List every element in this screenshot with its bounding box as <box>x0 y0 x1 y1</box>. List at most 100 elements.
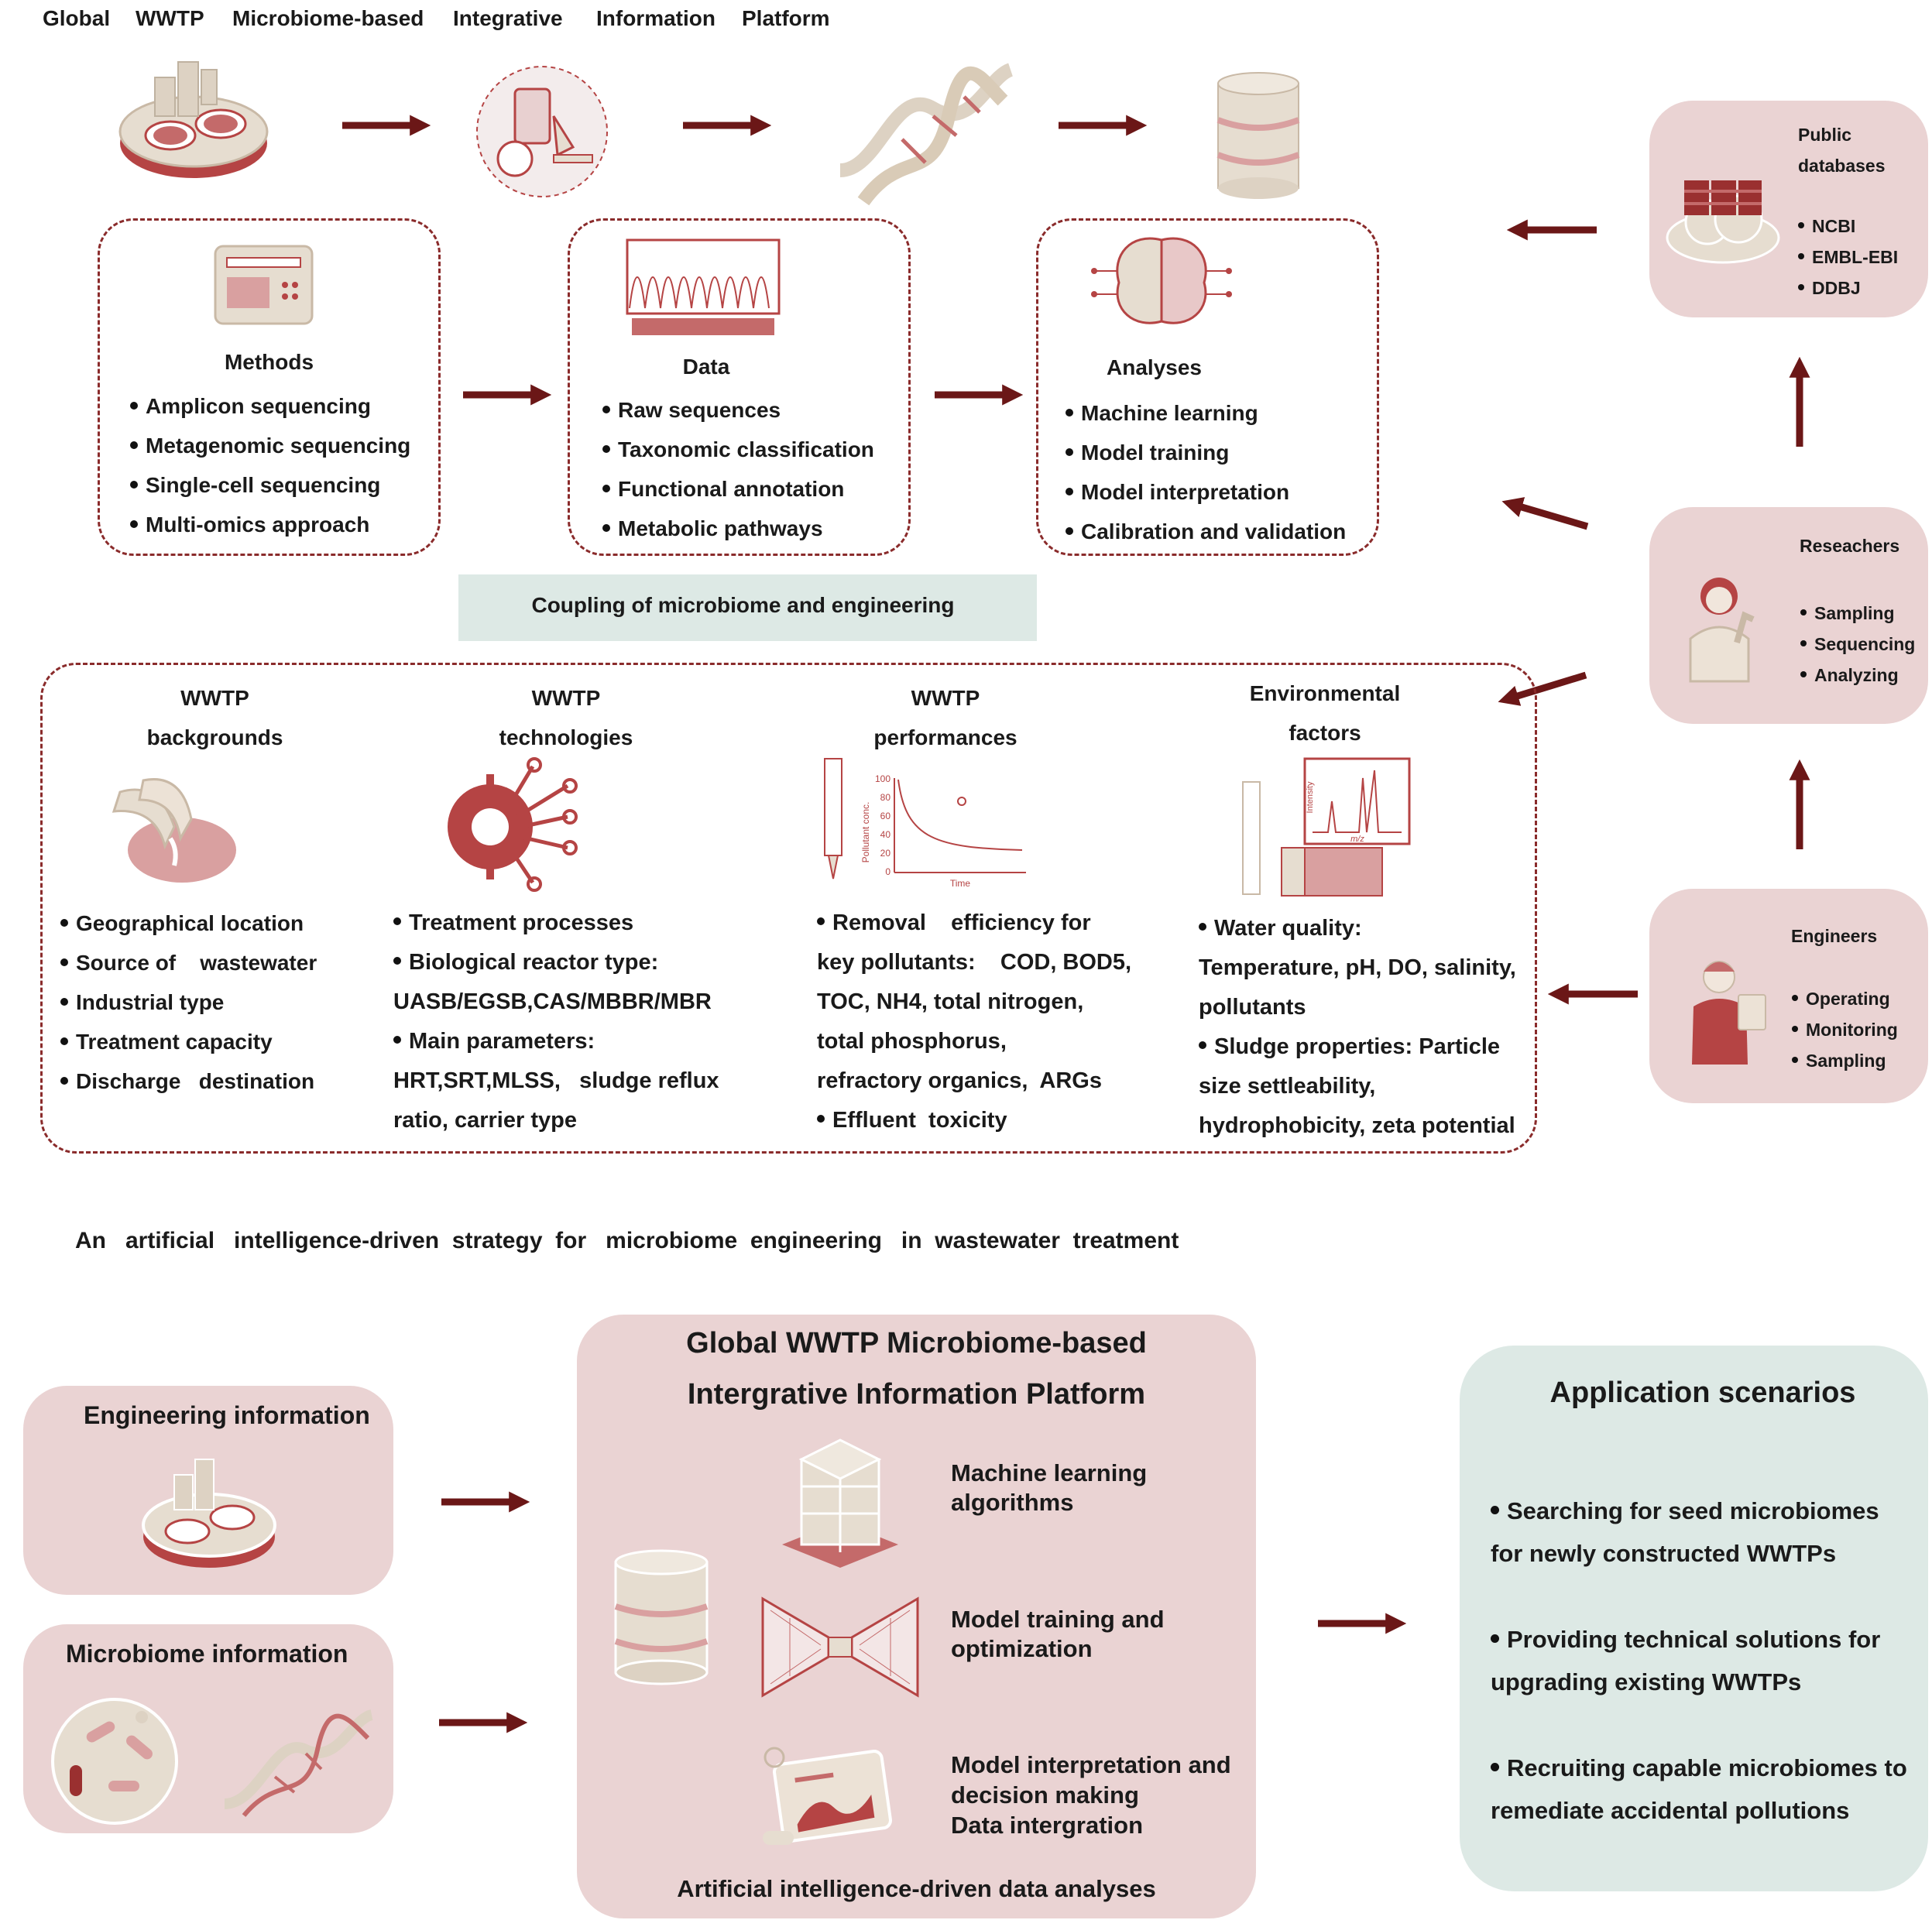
list-item: Sequencing <box>1800 629 1915 660</box>
list-item: Amplicon sequencing <box>130 386 410 426</box>
public-databases-title: Public databases <box>1798 125 1886 176</box>
wastewater-pipe-icon <box>112 778 236 883</box>
arrow-right-3 <box>1059 115 1148 136</box>
text-line: Temperature, pH, DO, salinity, <box>1199 955 1516 980</box>
text-line: pollutants <box>1199 995 1306 1020</box>
environmental-text: Water quality: Temperature, pH, DO, sali… <box>1199 909 1516 1146</box>
researchers-list: Sampling Sequencing Analyzing <box>1800 598 1915 691</box>
engineers-title: Engineers <box>1791 926 1878 946</box>
platform-footer: Artificial intelligence-driven data anal… <box>677 1875 1156 1902</box>
analyses-box <box>1036 218 1379 556</box>
text-line: HRT,SRT,MLSS, sludge reflux <box>393 1068 719 1093</box>
list-item: Monitoring <box>1792 1014 1898 1045</box>
wwtp-plant-icon-small <box>142 1459 276 1568</box>
list-item: Sampling <box>1792 1045 1898 1076</box>
arrow-microbiome-to-platform <box>439 1712 528 1733</box>
list-item: Treatment capacity <box>60 1022 317 1061</box>
application-item-2: Providing technical solutions for upgrad… <box>1491 1626 1881 1695</box>
database-icon-large <box>614 1549 709 1685</box>
y-axis-label: Pollutant conc. <box>860 802 871 863</box>
coupling-banner <box>458 574 1037 641</box>
application-item-1: Searching for seed microbiomes for newly… <box>1491 1497 1879 1567</box>
backgrounds-list: Geographical location Source of wastewat… <box>60 903 317 1101</box>
arrow-right-2 <box>683 115 772 136</box>
neural-network-icon <box>761 1596 919 1698</box>
engineering-info-title: Engineering information <box>84 1401 370 1429</box>
microbiome-info-title: Microbiome information <box>66 1640 348 1668</box>
list-item: Analyzing <box>1800 660 1915 691</box>
list-item: Model training <box>1066 433 1346 472</box>
sequencer-icon <box>214 245 314 325</box>
list-item: Multi-omics approach <box>130 505 410 544</box>
text-line: Water quality: <box>1199 909 1516 948</box>
cloud-database-icon <box>1666 180 1780 264</box>
engineering-factors-box <box>40 663 1537 1154</box>
text-line: refractory organics, ARGs <box>817 1068 1102 1093</box>
y-tick-label: 100 <box>875 773 891 784</box>
applications-panel <box>1460 1346 1928 1891</box>
methods-list: Amplicon sequencing Metagenomic sequenci… <box>130 386 410 544</box>
arrow-data-to-analyses <box>935 384 1024 406</box>
text-line: total phosphorus, <box>817 1029 1007 1054</box>
arrow-researchers-to-public <box>1789 356 1810 447</box>
chromatogram-icon <box>626 238 781 335</box>
ai-brain-icon <box>1091 237 1232 324</box>
spectrum-x-label: m/z <box>1350 835 1364 844</box>
spectrum-y-label: Intensity <box>1306 781 1315 813</box>
list-item: Discharge destination <box>60 1061 317 1101</box>
data-title: Data <box>682 355 730 379</box>
petri-dish-icon <box>51 1698 178 1825</box>
top-title-word-6: Platform <box>742 6 830 30</box>
list-item: Machine learning <box>1066 393 1346 433</box>
y-tick-label: 0 <box>885 866 891 877</box>
y-tick-label: 20 <box>880 848 891 859</box>
arrow-public-to-analyses <box>1506 219 1597 241</box>
data-box <box>568 218 911 556</box>
list-item: Metagenomic sequencing <box>130 426 410 465</box>
top-title-word-5: Information <box>596 6 715 30</box>
list-item: Industrial type <box>60 982 317 1022</box>
strategy-title: An artificial intelligence-driven strate… <box>75 1228 1179 1253</box>
list-item: Calibration and validation <box>1066 512 1346 551</box>
y-tick-label: 80 <box>880 792 891 803</box>
text-line: Sludge properties: Particle <box>1199 1027 1516 1067</box>
list-item: EMBL-EBI <box>1798 242 1898 273</box>
application-item-3: Recruiting capable microbiomes to remedi… <box>1491 1754 1907 1824</box>
list-item: Sampling <box>1800 598 1915 629</box>
top-title-word-4: Integrative <box>453 6 563 30</box>
list-item: Raw sequences <box>602 390 874 430</box>
analyses-title: Analyses <box>1107 355 1202 379</box>
x-axis-label: Time <box>950 878 971 889</box>
dashboard-tablet-icon <box>763 1747 892 1845</box>
list-item: Taxonomic classification <box>602 430 874 469</box>
public-databases-list: NCBI EMBL-EBI DDBJ <box>1798 211 1898 303</box>
technologies-text: Treatment processes Biological reactor t… <box>393 903 719 1140</box>
text-line: Main parameters: <box>393 1022 719 1061</box>
list-item: Functional annotation <box>602 469 874 509</box>
lab-icon <box>476 66 608 197</box>
arrow-engineering-to-platform <box>441 1491 530 1513</box>
text-line: ratio, carrier type <box>393 1108 577 1133</box>
text-line: Treatment processes <box>393 903 719 943</box>
researchers-panel <box>1649 507 1928 724</box>
list-item: Geographical location <box>60 903 317 943</box>
mass-spectrometer-icon: Intensity m/z <box>1242 757 1411 897</box>
text-line: UASB/EGSB,CAS/MBBR/MBR <box>393 989 712 1014</box>
coupling-label: Coupling of microbiome and engineering <box>531 593 955 617</box>
data-list: Raw sequences Taxonomic classification F… <box>602 390 874 548</box>
text-line: size settleability, <box>1199 1074 1376 1099</box>
arrow-right-1 <box>342 115 431 136</box>
list-item: Single-cell sequencing <box>130 465 410 505</box>
dna-icon-small <box>224 1709 374 1817</box>
engineers-panel <box>1649 889 1928 1103</box>
y-tick-label: 40 <box>880 829 891 840</box>
dna-icon <box>839 63 1014 206</box>
top-title-word-3: Microbiome-based <box>232 6 424 30</box>
methods-box <box>98 218 441 556</box>
model-interpretation-label: Model interpretation and decision making… <box>951 1751 1231 1839</box>
text-line: Effluent toxicity <box>817 1101 1131 1140</box>
database-icon <box>1217 72 1300 199</box>
